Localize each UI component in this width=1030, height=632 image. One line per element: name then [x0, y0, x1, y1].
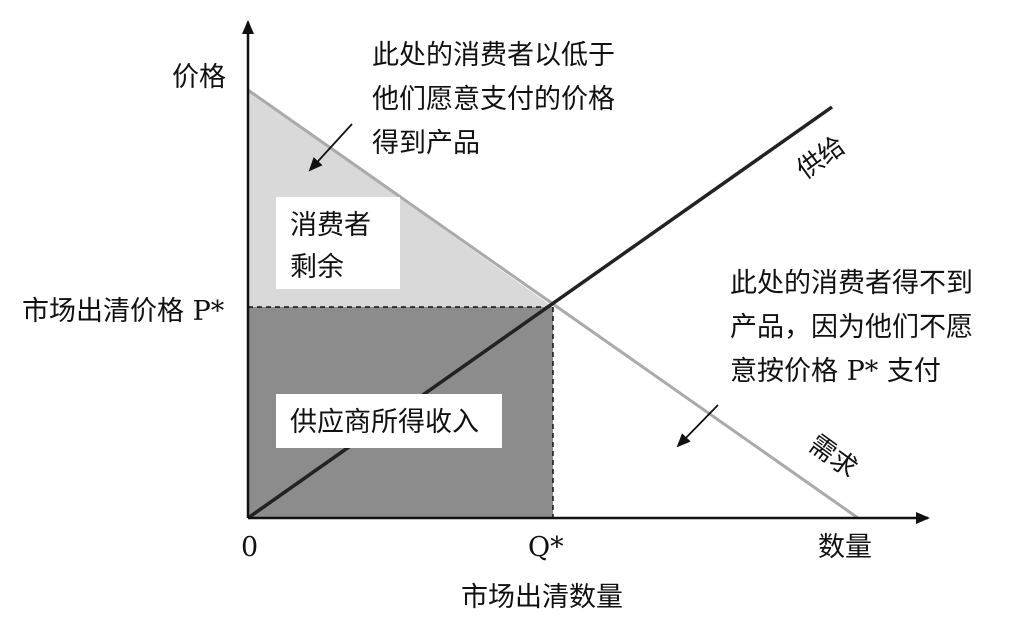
supply-curve — [246, 105, 834, 520]
x-axis-label: 数量 — [818, 532, 872, 563]
y-axis-label: 价格 — [172, 62, 226, 93]
origin-label: 0 — [241, 532, 258, 563]
x-axis-caption: 市场出清数量 — [461, 582, 623, 613]
supply-curve-label: 供给 — [791, 131, 851, 186]
price-tick-label: 市场出清价格 P* — [22, 296, 225, 327]
consumer-surplus-label-line2: 剩余 — [290, 252, 344, 283]
supplier-revenue-label-box — [276, 394, 502, 448]
top-annotation-arrow — [308, 123, 353, 172]
right-annotation-line2: 产品，因为他们不愿 — [730, 312, 973, 343]
top-annotation-line3: 得到产品 — [372, 128, 480, 159]
supplier-revenue-label: 供应商所得收入 — [290, 407, 479, 438]
right-annotation-line1: 此处的消费者得不到 — [730, 268, 973, 299]
quantity-tick-label: Q* — [528, 532, 564, 563]
top-annotation-line2: 他们愿意支付的价格 — [372, 84, 615, 115]
right-annotation-line3: 意按价格 P* 支付 — [730, 356, 941, 387]
consumer-surplus-label-box — [276, 197, 400, 289]
demand-curve-label: 需求 — [803, 429, 863, 484]
consumer-surplus-label-line1: 消费者 — [290, 210, 371, 241]
top-annotation-line1: 此处的消费者以低于 — [372, 40, 615, 71]
right-annotation-arrow — [676, 404, 719, 448]
